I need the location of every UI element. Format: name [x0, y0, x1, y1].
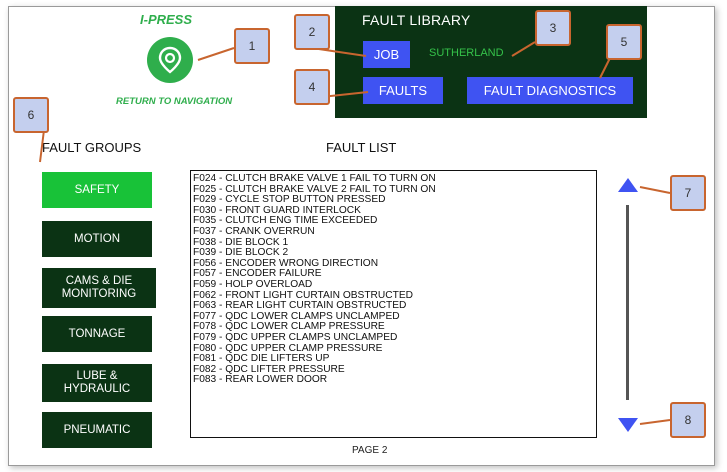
- group-tonnage-button[interactable]: TONNAGE: [42, 316, 152, 352]
- group-pneumatic-button[interactable]: PNEUMATIC: [42, 412, 152, 448]
- group-lube-hydraulic-button[interactable]: LUBE & HYDRAULIC: [42, 364, 152, 402]
- fault-list-title: FAULT LIST: [326, 140, 397, 155]
- callout-7: 7: [670, 175, 706, 211]
- fault-list-item[interactable]: F024 - CLUTCH BRAKE VALVE 1 FAIL TO TURN…: [193, 173, 436, 184]
- callout-4: 4: [294, 69, 330, 105]
- scroll-down-arrow-icon[interactable]: [618, 418, 638, 432]
- fault-list-item[interactable]: F082 - QDC LIFTER PRESSURE: [193, 363, 345, 375]
- fault-list-item[interactable]: F037 - CRANK OVERRUN: [193, 225, 315, 237]
- return-to-navigation-label[interactable]: RETURN TO NAVIGATION: [116, 96, 233, 107]
- fault-list-item[interactable]: F083 - REAR LOWER DOOR: [193, 374, 328, 386]
- callout-6: 6: [13, 97, 49, 133]
- callout-5: 5: [606, 24, 642, 60]
- fault-library-title: FAULT LIBRARY: [362, 12, 471, 28]
- fault-list-item[interactable]: F038 - DIE BLOCK 1: [193, 236, 289, 248]
- fault-list-box[interactable]: F024 - CLUTCH BRAKE VALVE 1 FAIL TO TURN…: [190, 170, 597, 438]
- group-cams-die-monitoring-button[interactable]: CAMS & DIE MONITORING: [42, 268, 156, 308]
- fault-list-item[interactable]: F025 - CLUTCH BRAKE VALVE 2 FAIL TO TURN…: [193, 183, 436, 195]
- fault-list-item[interactable]: F078 - QDC LOWER CLAMP PRESSURE: [193, 321, 385, 333]
- fault-diagnostics-button[interactable]: FAULT DIAGNOSTICS: [467, 77, 633, 104]
- fault-list-item[interactable]: F079 - QDC UPPER CLAMPS UNCLAMPED: [193, 331, 398, 343]
- callout-8: 8: [670, 402, 706, 438]
- scrollbar-track[interactable]: [626, 205, 629, 400]
- group-safety-button[interactable]: SAFETY: [42, 172, 152, 208]
- fault-list-item[interactable]: F062 - FRONT LIGHT CURTAIN OBSTRUCTED: [193, 289, 413, 301]
- fault-list-item[interactable]: F035 - CLUTCH ENG TIME EXCEEDED: [193, 215, 378, 227]
- fault-list-item[interactable]: F056 - ENCODER WRONG DIRECTION: [193, 257, 379, 269]
- fault-list-item[interactable]: F057 - ENCODER FAILURE: [193, 268, 322, 280]
- job-button[interactable]: JOB: [363, 41, 410, 68]
- fault-list-item[interactable]: F063 - REAR LIGHT CURTAIN OBSTRUCTED: [193, 300, 407, 312]
- job-value: SUTHERLAND: [429, 47, 504, 59]
- fault-list-item[interactable]: F030 - FRONT GUARD INTERLOCK: [193, 204, 361, 216]
- page-indicator: PAGE 2: [352, 445, 388, 456]
- fault-groups-title: FAULT GROUPS: [42, 140, 142, 155]
- faults-button[interactable]: FAULTS: [363, 77, 443, 104]
- scroll-up-arrow-icon[interactable]: [618, 178, 638, 192]
- callout-1: 1: [234, 28, 270, 64]
- fault-list-item[interactable]: F039 - DIE BLOCK 2: [193, 247, 289, 259]
- fault-list-item[interactable]: F077 - QDC LOWER CLAMPS UNCLAMPED: [193, 310, 400, 322]
- fault-list-item[interactable]: F080 - QDC UPPER CLAMP PRESSURE: [193, 342, 383, 354]
- callout-2: 2: [294, 14, 330, 50]
- location-pin-icon[interactable]: [147, 37, 193, 83]
- fault-list-item[interactable]: F059 - HOLP OVERLOAD: [193, 278, 313, 290]
- group-motion-button[interactable]: MOTION: [42, 221, 152, 257]
- fault-list-item[interactable]: F029 - CYCLE STOP BUTTON PRESSED: [193, 194, 386, 206]
- fault-list-item[interactable]: F081 - QDC DIE LIFTERS UP: [193, 353, 330, 365]
- callout-3: 3: [535, 10, 571, 46]
- brand-title: I-PRESS: [140, 12, 193, 27]
